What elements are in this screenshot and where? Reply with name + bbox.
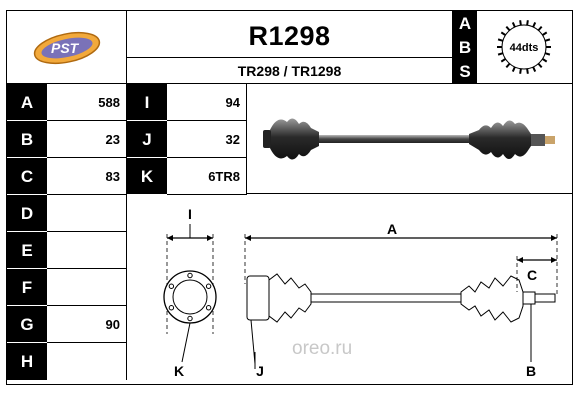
spec-value-j: 32 — [167, 121, 247, 158]
spec-value-a: 588 — [47, 84, 127, 121]
spec-label-d: D — [7, 195, 47, 232]
spec-label-k: K — [127, 158, 167, 195]
gear-tooth — [526, 20, 529, 26]
spec-value-c: 83 — [47, 158, 127, 195]
spec-sheet: PST R1298 TR298 / TR1298 A B S 44dts A 5… — [6, 10, 573, 385]
gear-tooth — [500, 31, 507, 36]
dim-label-k: K — [174, 363, 184, 379]
spec-label-a: A — [7, 84, 47, 121]
spec-value-b: 23 — [47, 121, 127, 158]
dim-label-a: A — [387, 221, 397, 237]
dim-label-i: I — [188, 206, 192, 222]
abs-ring-icon: 44dts — [497, 20, 551, 74]
abs-column: A B S — [453, 11, 477, 84]
gear-tooth — [511, 22, 516, 28]
flange-bolt-hole — [187, 315, 193, 322]
spec-label-b: B — [7, 121, 47, 158]
title-divider — [127, 57, 452, 58]
gear-tooth — [511, 66, 516, 72]
spec-label-c: C — [7, 158, 47, 195]
spec-value-e — [47, 232, 127, 269]
spec-label-f: F — [7, 269, 47, 306]
spec-label-g: G — [7, 306, 47, 343]
gear-tooth — [500, 58, 507, 63]
flange-bolt-hole — [205, 305, 212, 311]
dimension-diagram: I K A — [127, 194, 572, 384]
spec-value-g: 90 — [47, 306, 127, 343]
gear-tooth — [544, 52, 551, 56]
abs-letter-b: B — [458, 38, 472, 57]
spec-value-d — [47, 195, 127, 232]
gear-tooth — [544, 38, 551, 42]
spec-label-i: I — [127, 84, 167, 121]
gear-tooth — [537, 25, 543, 32]
spec-label-h: H — [7, 343, 47, 380]
gear-tooth — [519, 20, 522, 26]
gear-tooth — [526, 68, 529, 74]
abs-letter-s: S — [459, 62, 471, 81]
spec-value-h — [47, 343, 127, 380]
abs-letter-a: A — [458, 14, 472, 33]
gear-tooth — [497, 38, 504, 42]
dim-label-j: J — [256, 363, 264, 379]
flange-bolt-hole — [168, 283, 175, 289]
dim-label-c: C — [527, 267, 537, 283]
spec-label-j: J — [127, 121, 167, 158]
gear-tooth — [505, 25, 511, 32]
title-cell: R1298 TR298 / TR1298 — [127, 11, 453, 84]
abs-ring-cell: 44dts — [477, 11, 572, 84]
dimension-drawing: I K A — [163, 206, 558, 379]
teeth-count: 44dts — [510, 42, 539, 54]
pst-logo: PST — [33, 31, 101, 65]
product-image-cell — [247, 84, 572, 194]
watermark-text: oreo.ru — [292, 338, 352, 359]
spec-value-k: 6TR8 — [167, 158, 247, 195]
logo-text: PST — [51, 40, 80, 56]
flange-bolt-hole — [205, 283, 212, 289]
gear-tooth — [497, 52, 504, 56]
gear-tooth — [519, 68, 522, 74]
spec-value-i: 94 — [167, 84, 247, 121]
part-number: R1298 — [248, 21, 331, 51]
flange-bolt-hole — [168, 305, 175, 311]
dim-label-b: B — [526, 363, 536, 379]
gear-tooth — [541, 58, 548, 63]
flange-bolt-hole — [187, 272, 193, 279]
spec-label-e: E — [7, 232, 47, 269]
gear-tooth — [532, 66, 537, 72]
gear-tooth — [505, 62, 511, 69]
gear-tooth — [532, 22, 537, 28]
drive-shaft-image — [263, 118, 555, 160]
logo-cell: PST — [7, 11, 127, 84]
spec-value-f — [47, 269, 127, 306]
gear-tooth — [537, 62, 543, 69]
gear-tooth — [541, 31, 548, 36]
cross-references: TR298 / TR1298 — [237, 63, 342, 79]
